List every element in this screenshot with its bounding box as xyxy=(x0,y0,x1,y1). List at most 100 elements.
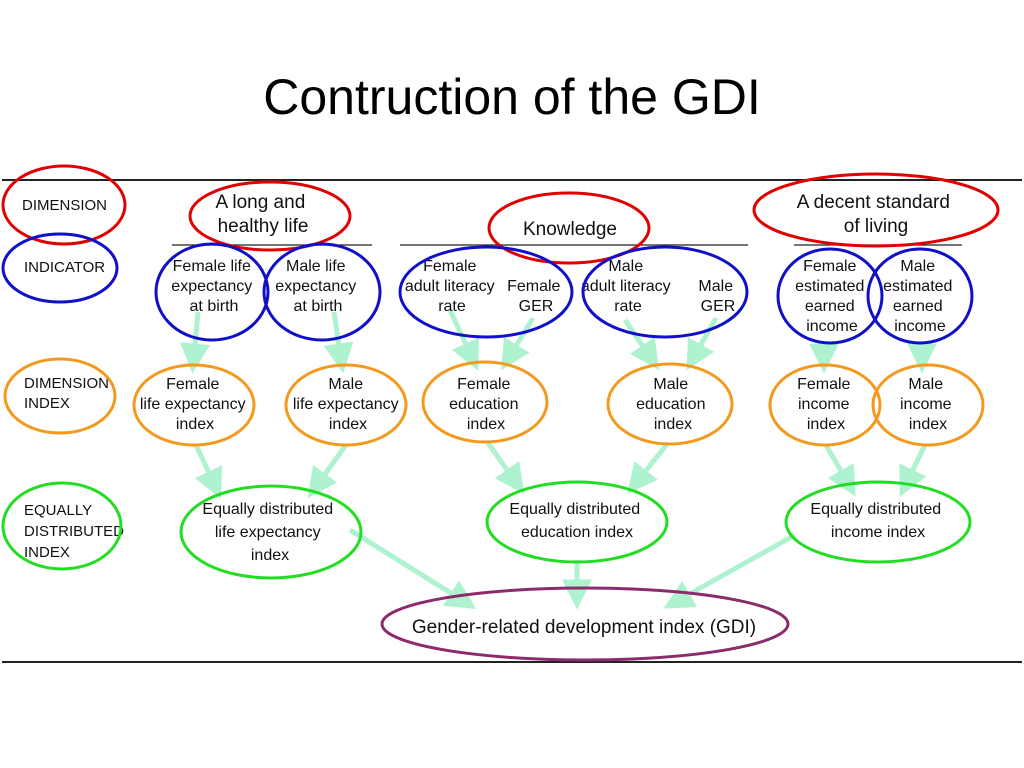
indicator-male-ger-line: GER xyxy=(701,298,736,315)
slide-title: Contruction of the GDI xyxy=(263,69,761,125)
dimension-index-male-life-line: index xyxy=(329,416,367,433)
indicator-female-income-line: income xyxy=(806,318,858,335)
indicator-male-income-line: estimated xyxy=(883,278,952,295)
arrow-mlit-to-medu xyxy=(622,318,660,371)
dimension-health: A long and healthy life xyxy=(215,192,310,237)
circle-gdi xyxy=(380,586,790,662)
circle-dimension-index-female-income xyxy=(768,363,882,447)
dimension-living-line: A decent standard xyxy=(797,192,950,213)
dimension-index-female-income-line: index xyxy=(807,416,845,433)
indicator-female-literacy-line: rate xyxy=(438,298,466,315)
dimension-index-male-edu: Male education index xyxy=(636,376,710,433)
arrow-fli-to-edil xyxy=(193,443,223,499)
row-label-dimension: DIMENSION xyxy=(22,197,107,214)
dimension-index-male-income-line: income xyxy=(900,396,952,413)
indicator-female-literacy-line: Female xyxy=(423,258,476,275)
edi-education-line: education index xyxy=(521,524,633,541)
edi-income: Equally distributed income index xyxy=(810,501,945,541)
row-label-edi-line: INDEX xyxy=(24,544,70,561)
dimension-living-line: of living xyxy=(844,216,908,237)
edi-life-line: life expectancy xyxy=(215,524,321,541)
arrow-flit-to-fedu xyxy=(447,308,480,371)
arrow-fii-to-edii xyxy=(823,443,856,497)
dimension-index-female-edu-line: Female xyxy=(457,376,510,393)
circle-indicator-female-life xyxy=(154,242,270,342)
indicator-male-ger-line: Male xyxy=(698,278,733,295)
indicator-female-life-line: at birth xyxy=(190,298,239,315)
circle-dimension-index-label xyxy=(3,357,117,435)
row-label-dimension-index-line: DIMENSION xyxy=(24,375,109,392)
arrow-edii-to-gdi xyxy=(663,532,797,609)
indicator-male-literacy-line: Male xyxy=(608,258,643,275)
indicator-male-literacy-line: adult literacy xyxy=(581,278,671,295)
indicator-male-income-line: income xyxy=(894,318,946,335)
row-label-indicator: INDICATOR xyxy=(24,259,105,276)
indicator-male-literacy-line: rate xyxy=(614,298,642,315)
circle-dimension-living xyxy=(752,172,1000,248)
dimension-living: A decent standard of living xyxy=(797,192,955,237)
dimension-index-female-income: Female income index xyxy=(797,376,855,433)
edi-life-line: index xyxy=(251,547,289,564)
dimension-index-male-income-line: index xyxy=(909,416,947,433)
indicator-female-life-line: expectancy xyxy=(171,278,252,295)
indicator-female-income-line: earned xyxy=(805,298,855,315)
circle-indicator-male-knowledge xyxy=(581,245,749,339)
indicator-female-income-line: Female xyxy=(803,258,856,275)
circle-edi-life xyxy=(179,484,363,580)
dimension-index-female-life-line: Female xyxy=(166,376,219,393)
edi-income-line: income index xyxy=(831,524,925,541)
indicator-male-life-line: Male life xyxy=(286,258,346,275)
edi-life: Equally distributed life expectancy inde… xyxy=(202,501,337,564)
circle-dimension-label xyxy=(1,164,127,246)
circle-dimension-index-female-edu xyxy=(421,360,549,444)
dimension-health-line: A long and xyxy=(215,192,305,213)
edi-income-line: Equally distributed xyxy=(810,501,941,518)
dimension-index-male-life: Male life expectancy index xyxy=(293,376,403,433)
circle-edi-education xyxy=(485,480,669,564)
edi-education: Equally distributed education index xyxy=(509,501,644,541)
gdi-label: Gender-related development index (GDI) xyxy=(412,617,756,638)
arrow-mli-to-edil xyxy=(307,443,349,499)
circle-dimension-health xyxy=(188,180,352,252)
dimension-health-line: healthy life xyxy=(218,216,309,237)
circle-indicator-male-income xyxy=(866,247,974,345)
dimension-index-male-income: Male income index xyxy=(900,376,956,433)
dimension-index-female-income-line: income xyxy=(798,396,850,413)
indicator-female-literacy: Female adult literacy rate xyxy=(405,258,499,315)
edi-education-line: Equally distributed xyxy=(509,501,640,518)
indicator-male-life: Male life expectancy at birth xyxy=(275,258,360,315)
indicator-male-income-line: earned xyxy=(893,298,943,315)
dimension-index-female-income-line: Female xyxy=(797,376,850,393)
row-label-edi-line: DISTRIBUTED xyxy=(24,523,124,540)
circle-edi-label xyxy=(1,481,123,571)
circle-dimension-index-female-life xyxy=(132,363,256,447)
dimension-index-female-edu-line: index xyxy=(467,416,505,433)
dimension-index-male-life-line: life expectancy xyxy=(293,396,399,413)
dimension-index-male-life-line: Male xyxy=(328,376,363,393)
edi-life-line: Equally distributed xyxy=(202,501,333,518)
circle-dimension-index-male-income xyxy=(871,363,985,447)
indicator-male-literacy: Male adult literacy rate xyxy=(581,258,675,315)
dimension-index-male-income-line: Male xyxy=(908,376,943,393)
arrow-edil-to-gdi xyxy=(348,527,477,609)
dimension-index-female-life-line: life expectancy xyxy=(140,396,246,413)
row-label-dimension-index: DIMENSION INDEX xyxy=(24,375,113,412)
circle-indicator-label xyxy=(1,232,119,304)
circle-dimension-index-male-edu xyxy=(606,362,734,446)
circle-edi-income xyxy=(784,480,972,564)
row-label-edi-line: EQUALLY xyxy=(24,502,92,519)
dimension-index-male-edu-line: index xyxy=(654,416,692,433)
dimension-index-male-edu-line: Male xyxy=(653,376,688,393)
dimension-index-female-edu: Female education index xyxy=(449,376,523,433)
indicator-female-ger-line: GER xyxy=(519,298,554,315)
indicator-female-ger-line: Female xyxy=(507,278,560,295)
indicator-female-ger: Female GER xyxy=(507,278,565,315)
dimension-knowledge: Knowledge xyxy=(523,219,617,240)
circle-indicator-male-life xyxy=(262,242,382,342)
dimension-index-female-life: Female life expectancy index xyxy=(140,376,250,433)
indicator-female-life: Female life expectancy at birth xyxy=(171,258,256,315)
dimension-index-female-life-line: index xyxy=(176,416,214,433)
circle-dimension-knowledge xyxy=(487,191,651,265)
indicator-female-life-line: Female life xyxy=(173,258,251,275)
